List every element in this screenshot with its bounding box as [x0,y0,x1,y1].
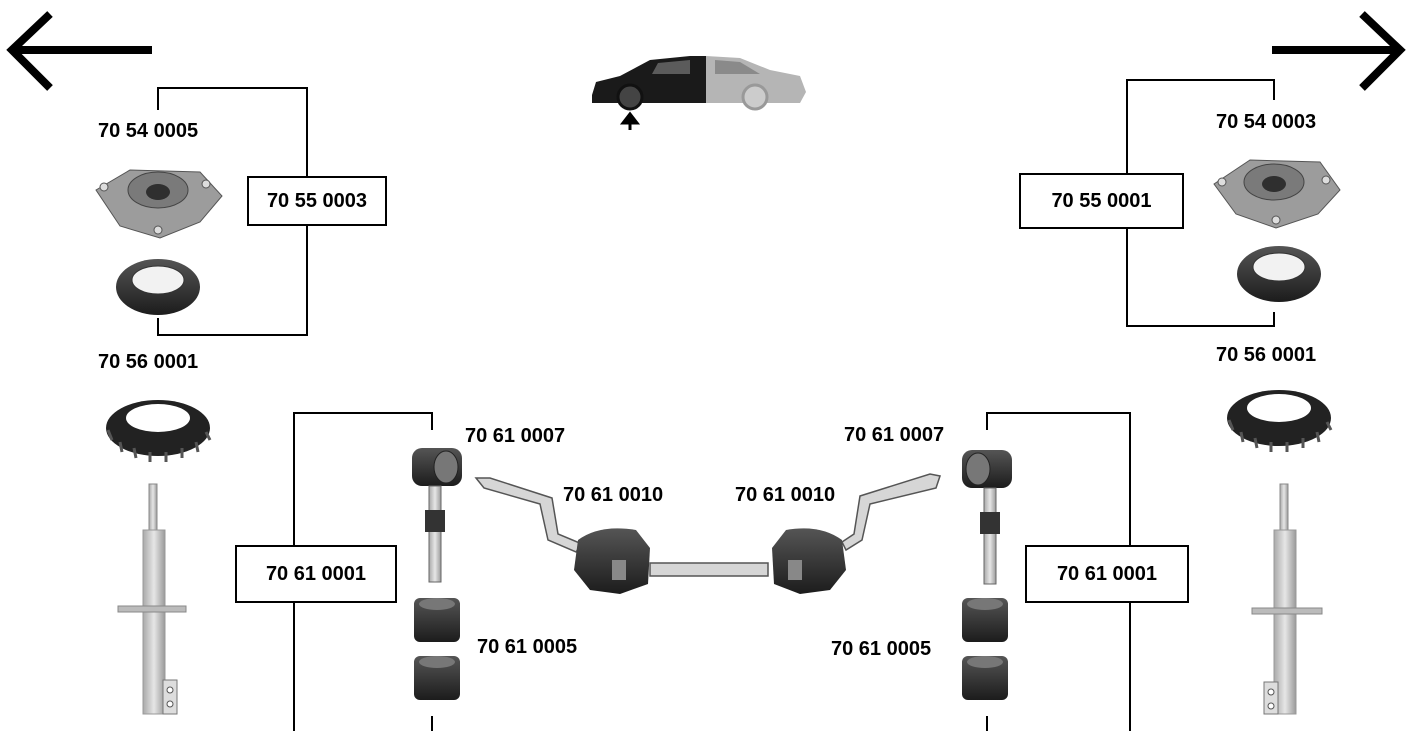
right-link-bushing-image [962,598,1008,700]
right-top-mount-image [1213,159,1341,229]
right-stabilizer-bushing-image [772,528,846,594]
forward-arrow-icon[interactable] [1272,11,1406,91]
right-link-bushing-label[interactable]: 70 61 0005 [831,638,932,660]
car-icon [592,56,806,111]
right-mount-kit-label[interactable]: 70 55 0001 [1019,173,1184,229]
up-arrow-icon [619,111,641,130]
right-bushing-label[interactable]: 70 61 0010 [735,484,836,506]
left-link-bushing-image [414,598,460,700]
stabilizer-bar-image [474,473,941,577]
right-shock-absorber-image [1251,483,1323,715]
left-stabilizer-kit-label[interactable]: 70 61 0001 [235,545,397,603]
left-stabilizer-link-image [412,448,462,583]
right-stabilizer-link-image [962,450,1012,585]
left-top-mount-label[interactable]: 70 54 0005 [98,120,199,142]
left-bearing-image [116,259,200,315]
right-stabilizer-kit-label[interactable]: 70 61 0001 [1025,545,1189,603]
right-top-mount-label[interactable]: 70 54 0003 [1216,111,1317,133]
left-link-bushing-label[interactable]: 70 61 0005 [477,636,578,658]
right-spring-pad-label[interactable]: 70 56 0001 [1216,344,1317,366]
back-arrow-icon[interactable] [6,11,152,91]
left-stabilizer-bushing-image [574,528,650,594]
left-bushing-label[interactable]: 70 61 0010 [563,484,664,506]
left-spring-pad-image [106,400,212,462]
right-link-label[interactable]: 70 61 0007 [844,424,945,446]
right-bearing-image [1237,246,1321,302]
right-spring-pad-image [1227,390,1333,452]
left-spring-pad-label[interactable]: 70 56 0001 [98,351,199,373]
left-mount-kit-label[interactable]: 70 55 0003 [247,176,387,226]
left-shock-absorber-image [117,483,187,715]
left-top-mount-image [95,169,223,239]
left-link-label[interactable]: 70 61 0007 [465,425,566,447]
